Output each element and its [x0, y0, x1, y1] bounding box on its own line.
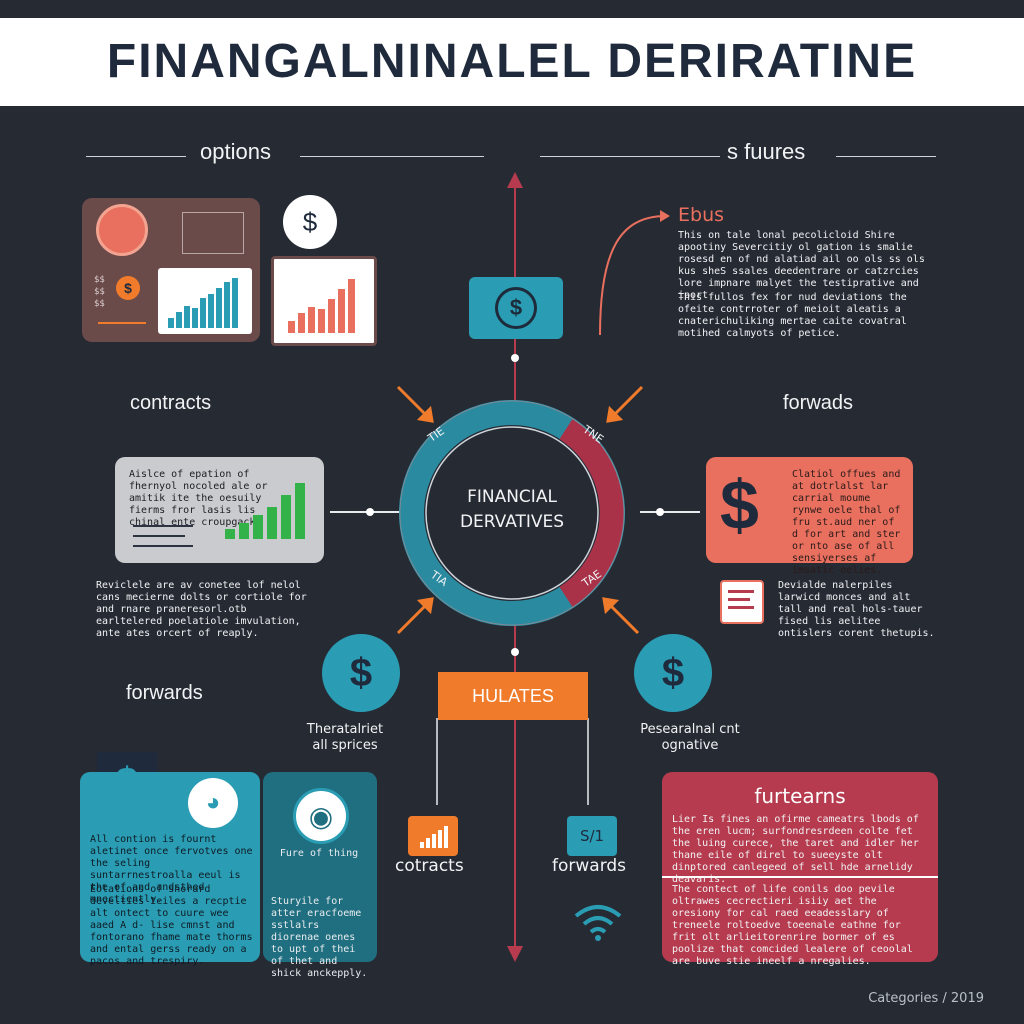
bottom-right-para-2: The contect of life conils doo pevile ol… — [672, 884, 913, 967]
bottom-left-para-2: Eolations of shorard develties teiles a … — [90, 884, 253, 967]
bottom-right-title: furtearns — [754, 784, 846, 808]
document-icon — [720, 580, 764, 624]
options-mini-label: $$$$$$ — [94, 275, 105, 309]
dollar-badge-white: $ — [283, 195, 337, 249]
bar-chart-red-icon — [288, 279, 355, 333]
title-bar — [0, 18, 1024, 106]
forwards-card-text: Clatiol offues and at dotrlalst lar carr… — [792, 469, 901, 576]
wifi-icon — [574, 905, 622, 941]
dollar-icon-small: $ — [116, 276, 140, 300]
bottom-mid-right-label: forwards — [552, 856, 627, 876]
divider-futures-left — [540, 156, 720, 157]
arrow-down-icon — [507, 946, 523, 962]
hub-title-line2: DERVATIVES — [459, 512, 565, 532]
chart-icon-bars — [420, 826, 448, 848]
bottom-mid-left-label: cotracts — [395, 856, 464, 876]
forwards-card: $ Clatiol offues and at dotrlalst lar ca… — [706, 457, 913, 576]
left-caption: Theratalriet all sprices — [306, 722, 384, 753]
divider-options-right — [300, 156, 484, 157]
bottom-right-card: furtearns Lier Is fines an ofirme cameat… — [662, 772, 938, 967]
contracts-paragraph: Reviclele are av conetee lof nelol cans … — [96, 580, 307, 639]
options-card: $$$$$$ $ — [82, 198, 260, 342]
coin-icon — [96, 204, 148, 256]
dollar-icon-large: $ — [720, 466, 759, 544]
divider-futures-right — [836, 156, 936, 157]
bottom-left-para-1: All contion is fournt aletinet once ferv… — [90, 834, 253, 905]
bottom-right-para-1: Lier Is fines an ofirme cameatrs lbods o… — [672, 814, 919, 885]
heading-options: options — [200, 139, 271, 164]
dollar-circle-right: $ — [634, 634, 712, 712]
dollar-icon: $ — [495, 287, 537, 329]
chart-thumb — [182, 212, 244, 254]
bottom-left-side-text: Sturyile for atter eracfoeme sstlalrs di… — [271, 896, 368, 979]
bar-chart-red — [271, 256, 377, 346]
bottom-left-side-card: ◉ Fure of thing Sturyile for atter eracf… — [263, 772, 377, 979]
ebus-para-2: This fullos fex for nud deviations the o… — [678, 292, 907, 339]
globe-caption: Fure of thing — [279, 848, 359, 859]
divider-options-left — [86, 156, 186, 157]
list-lines — [133, 525, 193, 547]
globe-icon: ◉ — [293, 788, 349, 844]
bar-chart-blue-icon — [168, 278, 238, 328]
ebus-para-1: This on tale lonal pecolicloid Shire apo… — [678, 230, 925, 301]
heading-forwards-left: forwards — [126, 682, 203, 704]
heading-contracts: contracts — [130, 392, 212, 414]
heading-forwards-right: forwads — [783, 392, 854, 414]
center-box-label: HULATES — [472, 685, 554, 706]
center-box-hulates: HULATES — [438, 672, 588, 720]
arrow-icon — [98, 322, 146, 324]
arrow-up-icon — [507, 172, 523, 188]
chart-icon — [408, 816, 458, 856]
bar-chart-blue — [158, 268, 252, 334]
right-caption: Pesearalnal cnt ognative — [640, 722, 740, 753]
signal-icon-text: S/1 — [579, 827, 605, 845]
bottom-left-card: ◕ All contion is fournt aletinet once fe… — [80, 772, 260, 967]
signal-icon: S/1 — [567, 816, 617, 856]
bar-chart-green-icon — [225, 483, 305, 539]
heading-futures: s fuures — [727, 139, 806, 164]
ebus-title: Ebus — [678, 204, 725, 226]
top-dollar-box: $ — [469, 277, 563, 339]
arc-icon: ◕ — [188, 778, 238, 828]
contracts-card: Aislce of epation of fhernyol nocoled al… — [115, 457, 324, 563]
footer-caption: Categories / 2019 — [868, 991, 984, 1006]
page-title: FINANGALNINALEL DERIRATINE — [106, 35, 918, 88]
hub-title-line1: FINANCIAL — [467, 487, 557, 507]
contracts-card-text: Aislce of epation of fhernyol nocoled al… — [129, 469, 268, 528]
dollar-circle-left: $ — [322, 634, 400, 712]
forwards-paragraph: Devialde nalerpiles larwicd monces and a… — [778, 580, 935, 639]
bottom-right-divider — [662, 876, 938, 878]
